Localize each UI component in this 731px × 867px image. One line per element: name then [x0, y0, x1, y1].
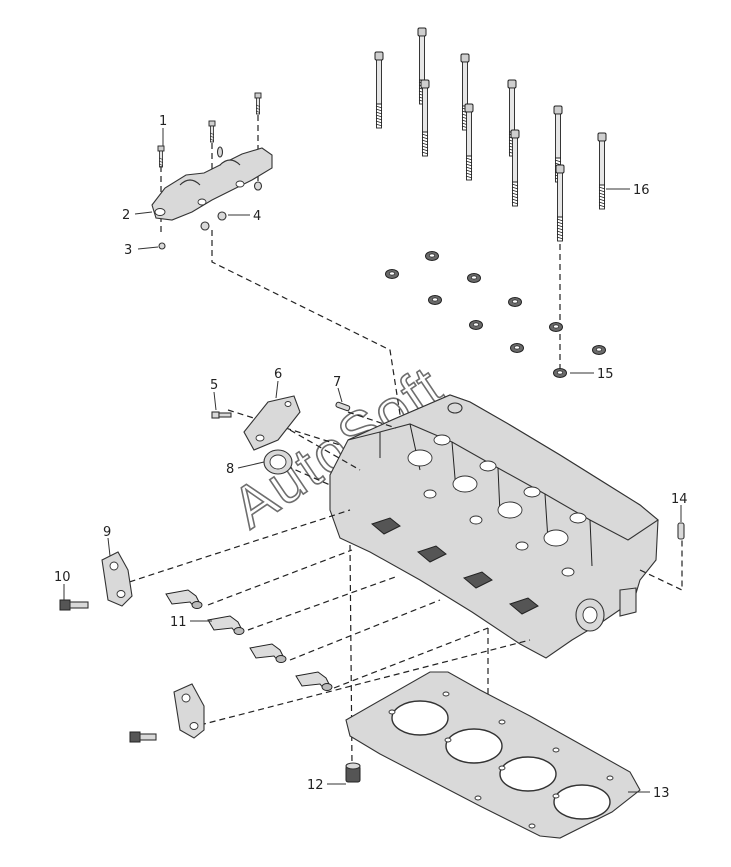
- callout-4: 4: [253, 209, 261, 224]
- part-10-bolt: [59, 599, 89, 611]
- callout-leaders: [63, 128, 682, 793]
- callout-14: 14: [671, 492, 688, 507]
- callout-7: 7: [333, 375, 341, 390]
- callout-3: 3: [124, 243, 132, 258]
- part-12-plug: [345, 762, 361, 783]
- callout-6: 6: [274, 367, 282, 382]
- callout-labels: 1 2 3 4 5 6 7 8 9 10 11 12 13 14 15 16: [54, 114, 688, 801]
- part-11-roller-followers: [165, 589, 333, 691]
- callout-10: 10: [54, 570, 71, 585]
- part-8-oil-seal: [263, 449, 293, 475]
- callout-16: 16: [633, 183, 650, 198]
- part-5-bolt: [211, 411, 232, 419]
- callout-9: 9: [103, 525, 111, 540]
- callout-8: 8: [226, 462, 234, 477]
- part-9-lifting-bracket: [101, 551, 133, 607]
- callout-5: 5: [210, 378, 218, 393]
- callout-15: 15: [597, 367, 614, 382]
- callout-2: 2: [122, 208, 130, 223]
- cylinder-head-body: [329, 394, 659, 659]
- part-7-dowel-pin: [335, 401, 351, 412]
- part-13-head-gasket: [345, 671, 641, 839]
- callout-12: 12: [307, 778, 324, 793]
- callout-11: 11: [170, 615, 187, 630]
- lower-lifting-bracket: [129, 683, 205, 743]
- part-14-pin: [677, 522, 685, 540]
- callout-1: 1: [159, 114, 167, 129]
- head-bolt-set: [374, 27, 607, 242]
- callout-13: 13: [653, 786, 670, 801]
- part-6-cover-plate: [243, 395, 301, 451]
- camshaft-bearing-cap: [151, 92, 405, 441]
